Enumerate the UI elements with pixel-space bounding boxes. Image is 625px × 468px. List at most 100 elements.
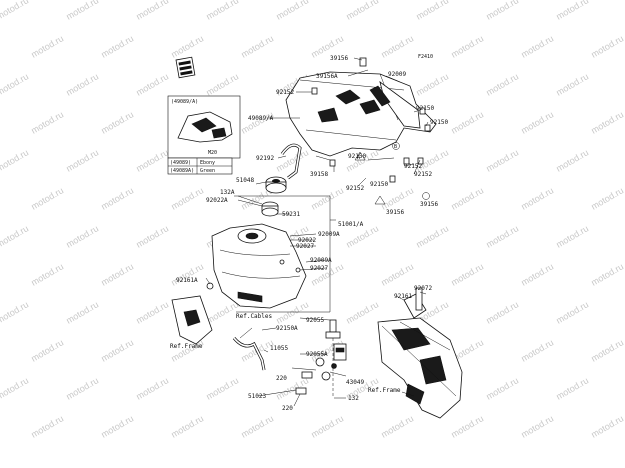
watermark-text: motod.ru xyxy=(274,147,310,173)
callout-ref-cables: Ref.Cables xyxy=(236,313,273,320)
callout-220-2: 220 xyxy=(282,405,293,412)
watermark-text: motod.ru xyxy=(204,299,240,325)
figure-code: F2410 xyxy=(418,54,433,60)
callout-ref-frame-right: Ref.Frame xyxy=(368,387,401,394)
watermark-text: motod.ru xyxy=(239,413,275,439)
watermark-text: motod.ru xyxy=(344,299,380,325)
watermark-text: motod.ru xyxy=(204,71,240,97)
watermark-text: motod.ru xyxy=(29,413,65,439)
watermark-text: motod.ru xyxy=(484,375,520,401)
callout-92152-c: 92152 xyxy=(414,171,432,178)
callout-92055a: 92055A xyxy=(306,351,328,358)
inset-title: (49089/A) xyxy=(171,99,198,105)
callout-92192: 92192 xyxy=(256,155,274,162)
callout-39156-top: 39156 xyxy=(330,55,348,62)
watermark-text: motod.ru xyxy=(64,71,100,97)
callout-92009a-2: 92009A xyxy=(310,257,332,264)
watermark-text: motod.ru xyxy=(589,337,625,363)
watermark-text: motod.ru xyxy=(0,375,30,401)
inset-note: M20 xyxy=(208,150,217,156)
callout-92022a: 92022A xyxy=(206,197,228,204)
callout-43049: 43049 xyxy=(346,379,364,386)
watermark-text: motod.ru xyxy=(554,0,590,22)
callout-92027-2: 92027 xyxy=(310,265,328,272)
watermark-text: motod.ru xyxy=(589,109,625,135)
callout-39156a: 39156A xyxy=(316,73,338,80)
callout-92150-r2: 92150 xyxy=(430,119,448,126)
watermark-text: motod.ru xyxy=(134,299,170,325)
fuel-tank xyxy=(211,223,307,309)
watermark-text: motod.ru xyxy=(29,109,65,135)
watermark-text: motod.ru xyxy=(554,299,590,325)
marker-b: B xyxy=(394,144,397,150)
color-code-1: (49089) xyxy=(170,160,191,166)
callout-92150a: 92150A xyxy=(276,325,298,332)
watermark-text: motod.ru xyxy=(519,109,555,135)
callout-51048: 51048 xyxy=(236,177,254,184)
watermark-text: motod.ru xyxy=(134,71,170,97)
watermark-text: motod.ru xyxy=(0,223,30,249)
watermark-text: motod.ru xyxy=(344,147,380,173)
watermark-text: motod.ru xyxy=(309,185,345,211)
watermark-text: motod.ru xyxy=(204,0,240,22)
watermark-text: motod.ru xyxy=(519,337,555,363)
watermark-text: motod.ru xyxy=(449,185,485,211)
watermark-text: motod.ru xyxy=(169,33,205,59)
watermark-text: motod.ru xyxy=(64,299,100,325)
watermark-text: motod.ru xyxy=(134,223,170,249)
watermark-text: motod.ru xyxy=(379,261,415,287)
watermark-text: motod.ru xyxy=(519,261,555,287)
watermark-text: motod.ru xyxy=(554,375,590,401)
watermark-text: motod.ru xyxy=(64,147,100,173)
fuel-cap xyxy=(265,176,287,194)
watermark-text: motod.ru xyxy=(29,337,65,363)
watermark-text: motod.ru xyxy=(99,413,135,439)
color-name-1: Ebony xyxy=(200,160,215,166)
watermark-text: motod.ru xyxy=(379,185,415,211)
watermark-text: motod.ru xyxy=(134,0,170,22)
tank-cover xyxy=(285,71,437,157)
inset-panel: (49089/A) M20 xyxy=(167,95,241,159)
callout-132: 132 xyxy=(348,395,359,402)
watermark-text: motod.ru xyxy=(344,0,380,22)
watermark-text: motod.ru xyxy=(64,375,100,401)
watermark-text: motod.ru xyxy=(99,337,135,363)
callout-92152-b: 92152 xyxy=(404,163,422,170)
callout-39158: 39158 xyxy=(310,171,328,178)
callout-labels: 39156 39156A 92009 92152 49089/A 92150 9… xyxy=(170,55,448,412)
filler-neck xyxy=(261,201,279,217)
callout-49089a: 49089/A xyxy=(248,115,274,122)
callout-51023: 51023 xyxy=(248,393,266,400)
callout-92009-top: 92009 xyxy=(388,71,406,78)
markers: A B xyxy=(354,142,430,205)
watermark-text: motod.ru xyxy=(169,185,205,211)
watermark-text: motod.ru xyxy=(414,0,450,22)
callout-59231: 59231 xyxy=(282,211,300,218)
watermark-text: motod.ru xyxy=(99,261,135,287)
callout-92072: 92072 xyxy=(414,285,432,292)
watermark-text: motod.ru xyxy=(589,33,625,59)
callout-92161: 92161 xyxy=(394,293,412,300)
watermark-text: motod.ru xyxy=(0,147,30,173)
callout-39156-b1: 39156 xyxy=(386,209,404,216)
watermark-text: motod.ru xyxy=(484,71,520,97)
shroud-bolts xyxy=(311,57,431,183)
callout-ref-frame-left: Ref.Frame xyxy=(170,343,203,350)
watermark-text: motod.ru xyxy=(64,0,100,22)
watermark-text: motod.ru xyxy=(449,261,485,287)
color-code-2: (49089A) xyxy=(170,168,194,174)
watermark-text: motod.ru xyxy=(29,261,65,287)
watermark-text: motod.ru xyxy=(0,71,30,97)
callout-92055: 92055 xyxy=(306,317,324,324)
frame-assembly xyxy=(377,287,463,419)
watermark-text: motod.ru xyxy=(239,109,275,135)
callout-92150-mid: 92150 xyxy=(348,153,366,160)
callout-92150-low: 92150 xyxy=(370,181,388,188)
callout-11055: 11055 xyxy=(270,345,288,352)
watermark-text: motod.ru xyxy=(29,185,65,211)
watermark-text: motod.ru xyxy=(589,261,625,287)
watermark-text: motod.ru xyxy=(29,33,65,59)
callout-132a: 132A xyxy=(220,189,235,196)
watermark-text: motod.ru xyxy=(99,109,135,135)
tank-mount-bracket xyxy=(171,282,214,345)
